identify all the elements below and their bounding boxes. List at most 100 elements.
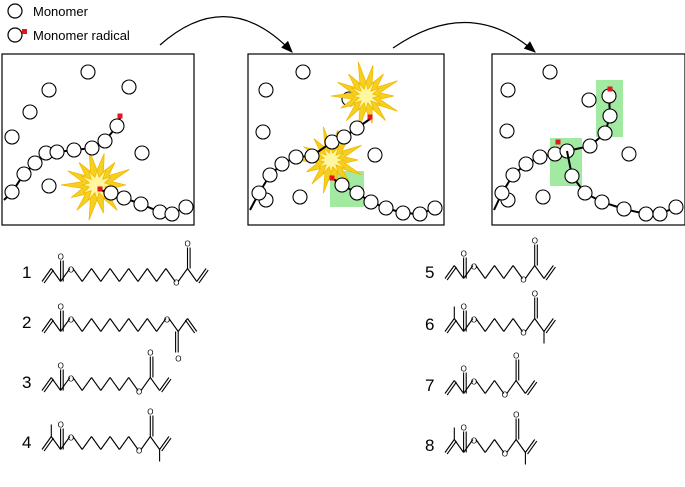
bond bbox=[60, 377, 71, 391]
bond bbox=[484, 265, 495, 279]
bond bbox=[159, 436, 170, 450]
bond bbox=[494, 439, 505, 453]
oxygen-atom-label: O bbox=[520, 276, 526, 285]
chain-monomer bbox=[668, 199, 684, 215]
chain-monomer bbox=[336, 129, 352, 145]
bond bbox=[161, 378, 172, 393]
bond bbox=[109, 436, 120, 450]
panel-3-content bbox=[493, 64, 684, 222]
bond bbox=[494, 380, 505, 394]
bond bbox=[50, 436, 62, 450]
bond bbox=[463, 318, 474, 332]
oxygen-atom-label: O bbox=[513, 411, 519, 420]
radical-marker bbox=[367, 114, 373, 120]
bond bbox=[43, 437, 54, 452]
oxygen-atom-label: O bbox=[147, 408, 153, 417]
bond bbox=[444, 380, 455, 394]
legend-monomer-icon bbox=[7, 3, 23, 19]
bond bbox=[463, 380, 474, 394]
bond bbox=[165, 268, 176, 282]
oxygen-atom-label: O bbox=[532, 237, 538, 246]
bond bbox=[198, 269, 209, 284]
bond bbox=[72, 377, 83, 391]
bond bbox=[446, 266, 457, 281]
bond bbox=[187, 318, 198, 332]
bond bbox=[484, 439, 495, 453]
structure-number-2: 2 bbox=[22, 313, 31, 332]
bond bbox=[41, 268, 52, 282]
bond bbox=[81, 318, 92, 332]
bond bbox=[159, 377, 170, 391]
bond bbox=[444, 318, 455, 332]
chain-monomer bbox=[109, 118, 125, 134]
bond bbox=[118, 268, 130, 282]
bond bbox=[91, 436, 102, 450]
free-monomer bbox=[499, 123, 515, 139]
free-monomer bbox=[134, 145, 150, 161]
oxygen-atom-label: O bbox=[68, 316, 74, 325]
bond bbox=[475, 380, 486, 394]
radical-marker bbox=[117, 113, 123, 119]
structure-number-7: 7 bbox=[425, 376, 434, 395]
free-monomer bbox=[292, 189, 308, 205]
bond bbox=[161, 437, 172, 452]
chain-monomer bbox=[395, 205, 411, 221]
chain-monomer bbox=[262, 167, 278, 183]
structure-number-8: 8 bbox=[425, 436, 434, 455]
arrow-panel2-to-panel3 bbox=[392, 21, 536, 53]
starburst-core bbox=[81, 169, 113, 201]
bond bbox=[184, 319, 196, 334]
chain-monomer bbox=[84, 140, 100, 156]
bond bbox=[91, 268, 102, 282]
bond bbox=[156, 318, 167, 332]
chain-monomer bbox=[274, 156, 290, 172]
oxygen-atom-label: O bbox=[532, 290, 538, 299]
chain-monomer bbox=[334, 177, 350, 193]
bond bbox=[81, 436, 92, 450]
chain-monomer bbox=[116, 190, 132, 206]
radical-marker bbox=[607, 86, 613, 92]
bond bbox=[118, 436, 130, 450]
legend-radical-square bbox=[22, 29, 27, 34]
bond bbox=[453, 318, 465, 332]
starburst-core bbox=[350, 80, 382, 112]
bond bbox=[475, 318, 486, 332]
legend-radical-icon bbox=[7, 27, 23, 43]
bond bbox=[41, 377, 52, 391]
bond bbox=[187, 268, 198, 282]
oxygen-atom-label: O bbox=[471, 263, 477, 272]
free-monomer bbox=[621, 146, 637, 162]
bond bbox=[475, 439, 486, 453]
oxygen-atom-label: O bbox=[58, 421, 64, 430]
bond bbox=[506, 439, 517, 453]
oxygen-atom-label: O bbox=[136, 447, 142, 456]
free-monomer bbox=[367, 147, 383, 163]
chain-monomer bbox=[304, 148, 320, 164]
chain-monomer bbox=[494, 185, 510, 201]
oxygen-atom-label: O bbox=[502, 391, 508, 400]
chain-monomer bbox=[594, 194, 610, 210]
bond bbox=[534, 318, 545, 332]
oxygen-atom-label: O bbox=[185, 240, 191, 249]
bond bbox=[72, 268, 83, 282]
oxygen-atom-label: O bbox=[173, 279, 179, 288]
bond bbox=[503, 265, 514, 279]
bond bbox=[109, 268, 120, 282]
chain-monomer bbox=[577, 185, 593, 201]
bond bbox=[527, 440, 538, 455]
chain-monomer bbox=[97, 133, 113, 149]
bond bbox=[524, 265, 536, 279]
bond bbox=[515, 439, 526, 453]
free-monomer bbox=[41, 178, 57, 194]
bond bbox=[137, 318, 148, 332]
bond bbox=[512, 318, 523, 332]
free-monomer bbox=[258, 82, 274, 98]
